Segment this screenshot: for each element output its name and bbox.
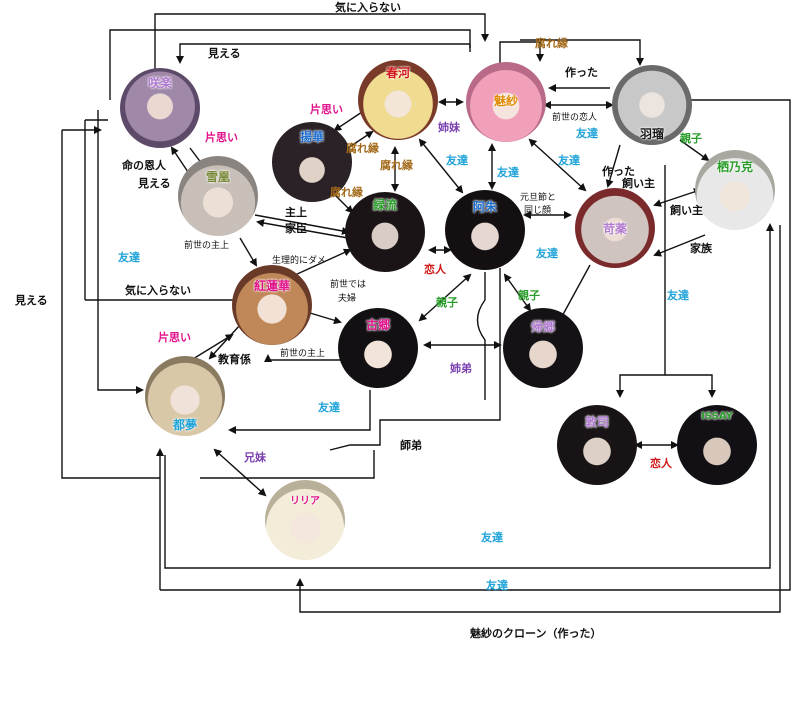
portrait-n7: 緑流 bbox=[345, 192, 425, 272]
edge-label: 前世では bbox=[330, 279, 366, 291]
edge-label: 友達 bbox=[446, 155, 468, 167]
edge-label: 恋人 bbox=[650, 458, 672, 470]
edge-label: 作った bbox=[565, 67, 598, 79]
node-name: 都夢 bbox=[145, 416, 225, 433]
portrait-n8: 阿朱 bbox=[445, 190, 525, 270]
edge-label: 友達 bbox=[318, 402, 340, 414]
node-name: 紅蓮華 bbox=[232, 277, 312, 294]
edge-label: 片思い bbox=[310, 104, 343, 116]
edge-label: 友達 bbox=[667, 290, 689, 302]
edge-label: 命の恩人 bbox=[122, 160, 166, 172]
node-name: 咲楽 bbox=[120, 74, 200, 91]
edge-label: 飼い主 bbox=[670, 205, 703, 217]
edge-label: 友達 bbox=[536, 248, 558, 260]
edge-label: 友達 bbox=[497, 167, 519, 179]
edge-label: 腐れ縁 bbox=[535, 38, 568, 50]
portrait-n11: 紅蓮華 bbox=[232, 265, 312, 345]
portrait-n1: 咲楽 bbox=[120, 68, 200, 148]
edge-label: 前世の主上 bbox=[280, 348, 325, 360]
portrait-n6: 雪凰 bbox=[178, 156, 258, 236]
edge-label: 友達 bbox=[558, 155, 580, 167]
portrait-n17: リリア bbox=[265, 480, 345, 560]
edge-label: 友達 bbox=[486, 580, 508, 592]
edge-label: 家臣 bbox=[285, 223, 307, 235]
edge-label: 生理的にダメ bbox=[272, 255, 326, 267]
edge-label: 気に入らない bbox=[125, 285, 191, 297]
node-name: 苛薬 bbox=[575, 220, 655, 237]
edge-label: 主上 bbox=[285, 207, 307, 219]
edge-label: 姉弟 bbox=[450, 363, 472, 375]
node-name: 揚華 bbox=[272, 128, 352, 145]
edge-label: 友達 bbox=[576, 128, 598, 140]
portrait-n13: 帰郷 bbox=[503, 308, 583, 388]
node-name: 魅紗 bbox=[466, 92, 546, 109]
node-name: 古郷 bbox=[338, 316, 418, 333]
portrait-n14: 都夢 bbox=[145, 356, 225, 436]
edge-label: 兄妹 bbox=[244, 452, 266, 464]
node-name: 阿朱 bbox=[445, 198, 525, 215]
edge-label: 恋人 bbox=[424, 264, 446, 276]
portrait-n10: 栖乃克 bbox=[695, 150, 775, 230]
edge-label: 師弟 bbox=[400, 440, 422, 452]
portrait-n15: 敦司 bbox=[557, 405, 637, 485]
edge-label: 魅紗のクローン（作った） bbox=[470, 628, 601, 640]
edge-label: 腐れ縁 bbox=[346, 143, 379, 155]
edge-label: 片思い bbox=[205, 132, 238, 144]
node-name: 春河 bbox=[358, 64, 438, 81]
edge-label: 友達 bbox=[481, 532, 503, 544]
edge-label: 元旦節と bbox=[520, 192, 556, 204]
node-name: 敦司 bbox=[557, 413, 637, 430]
node-name: 雪凰 bbox=[178, 168, 258, 185]
node-name: リリア bbox=[265, 492, 345, 507]
edge-label: 教育係 bbox=[218, 354, 251, 366]
portrait-n2: 春河 bbox=[358, 60, 438, 140]
edge-label: 前世の主上 bbox=[184, 240, 229, 252]
portrait-n12: 古郷 bbox=[338, 308, 418, 388]
edge-label: 見える bbox=[138, 178, 171, 190]
edge-label: 腐れ縁 bbox=[380, 160, 413, 172]
edge-label: 前世の恋人 bbox=[552, 112, 597, 124]
edge-label: 腐れ縁 bbox=[330, 187, 363, 199]
node-name: 栖乃克 bbox=[695, 158, 775, 175]
edge-label: 友達 bbox=[118, 252, 140, 264]
edge-label: 同じ顔 bbox=[524, 205, 551, 217]
edge-label: 家族 bbox=[690, 243, 712, 255]
edge-label: 夫婦 bbox=[338, 293, 356, 305]
node-name: ISSAY bbox=[677, 411, 757, 422]
edge-label: 親子 bbox=[680, 133, 702, 145]
edge-label: 飼い主 bbox=[622, 178, 655, 190]
edge-label: 見える bbox=[208, 48, 241, 60]
edge-label: 片思い bbox=[158, 332, 191, 344]
edge-label: 気に入らない bbox=[335, 2, 401, 14]
edge-label: 姉妹 bbox=[438, 122, 460, 134]
edge-label: 見える bbox=[15, 295, 48, 307]
portrait-n16: ISSAY bbox=[677, 405, 757, 485]
portrait-n3: 魅紗 bbox=[466, 62, 546, 142]
node-name: 帰郷 bbox=[503, 318, 583, 335]
portrait-n9: 苛薬 bbox=[575, 188, 655, 268]
edge-label: 親子 bbox=[436, 297, 458, 309]
edge-label: 親子 bbox=[518, 290, 540, 302]
